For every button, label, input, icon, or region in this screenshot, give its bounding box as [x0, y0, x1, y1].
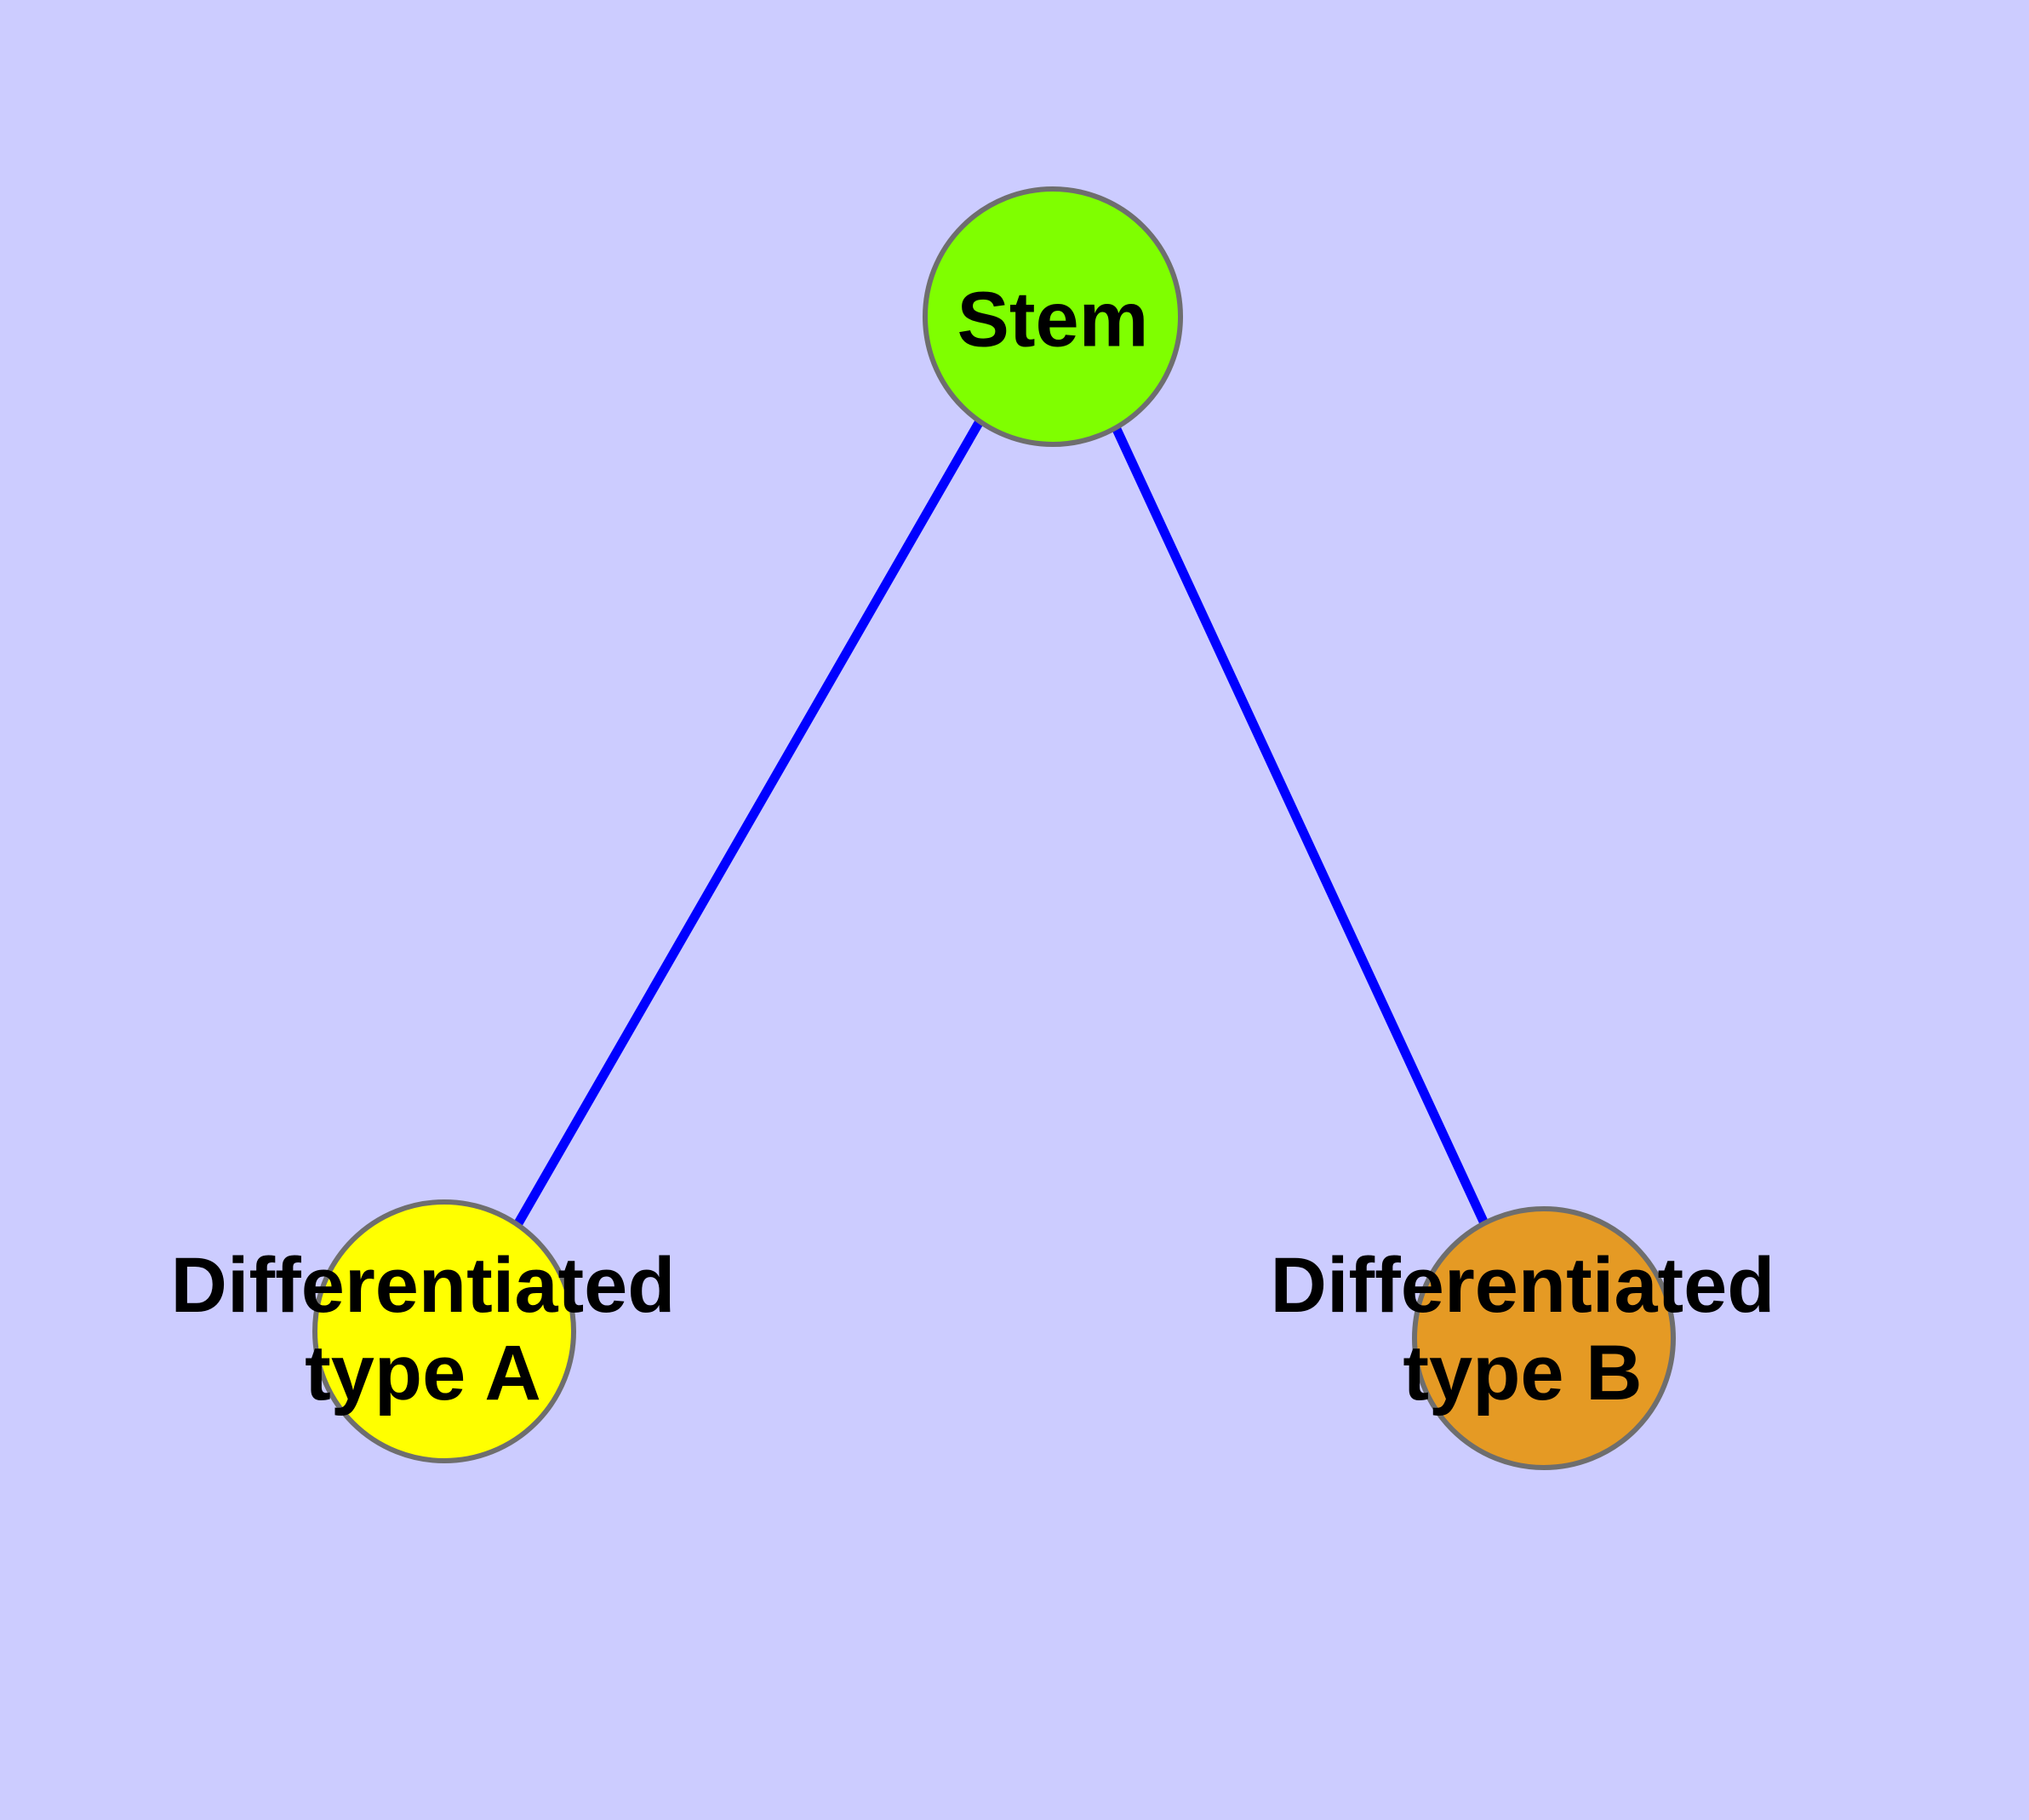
node-stem[interactable]	[923, 186, 1183, 447]
node-layer	[312, 186, 1676, 1470]
edge-stem-to-diff-b	[1112, 425, 1489, 1226]
node-differentiated-type-a[interactable]	[312, 1199, 576, 1463]
edge-stem-to-diff-a	[514, 419, 984, 1226]
edge-layer	[514, 419, 1489, 1226]
node-differentiated-type-b[interactable]	[1412, 1206, 1676, 1470]
